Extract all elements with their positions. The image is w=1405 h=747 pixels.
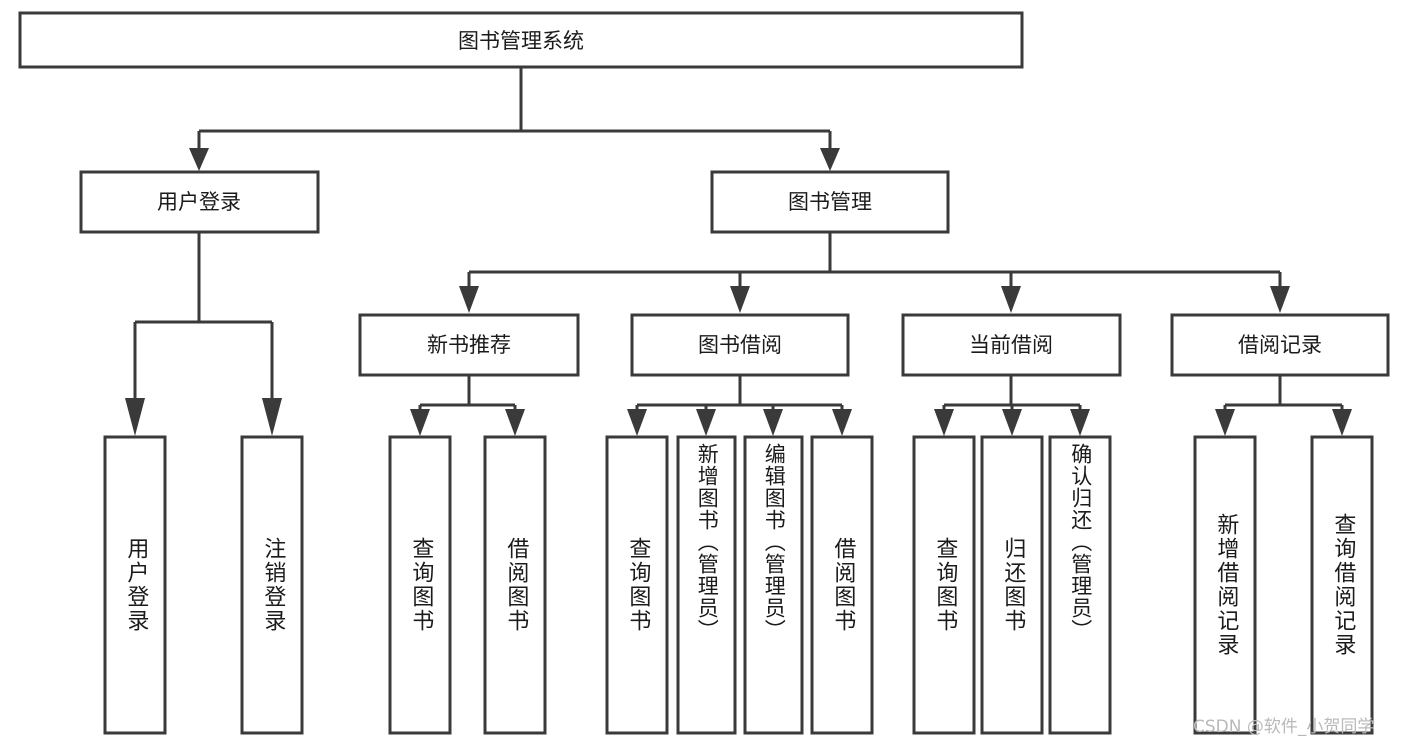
node-layer: 图书管理系统 用户登录 图书管理 新书推荐 图书借阅 当前借阅 借阅记录 xyxy=(18,11,1390,735)
leaf-box-currentborrow-return[interactable] xyxy=(980,435,1044,735)
leaf-label-currentborrow-return: 归还图书 xyxy=(1000,537,1026,633)
arrow-head-bb-leaf-2 xyxy=(696,409,716,436)
leaf-label-user-login-logout: 注销登录 xyxy=(260,537,286,633)
node-box-new-book-recommend[interactable] xyxy=(358,313,580,377)
leaf-label-wrap-user-login-logout: 注销登录 xyxy=(242,437,302,733)
leaf-box-newbook-query[interactable] xyxy=(388,435,452,735)
node-box-book-manage[interactable] xyxy=(710,170,950,234)
leaf-label-wrap-record-add: 新增借阅记录 xyxy=(1195,437,1255,733)
arrow-head-cb-leaf-2 xyxy=(1002,409,1022,436)
leaf-box-bookborrow-query[interactable] xyxy=(605,435,669,735)
leaf-label-record-add: 新增借阅记录 xyxy=(1213,513,1239,657)
leaf-label-record-query: 查询借阅记录 xyxy=(1330,513,1356,657)
leaf-box-currentborrow-confirm[interactable] xyxy=(1048,435,1112,735)
arrow-head-leaf-logout xyxy=(262,398,282,436)
connector-layer xyxy=(125,67,1352,436)
leaf-box-currentborrow-query[interactable] xyxy=(912,435,976,735)
node-label-current-borrow: 当前借阅 xyxy=(969,333,1053,357)
leaf-label-currentborrow-query: 查询图书 xyxy=(932,537,958,633)
leaf-box-user-login-login[interactable] xyxy=(103,435,167,735)
leaf-label-wrap-bookborrow-borrow: 借阅图书 xyxy=(812,437,872,733)
leaf-label-wrap-currentborrow-confirm: 确认归还（管理员） xyxy=(1050,437,1110,733)
leaf-label-newbook-query: 查询图书 xyxy=(408,537,434,633)
leaf-label-wrap-bookborrow-query: 查询图书 xyxy=(607,437,667,733)
leaf-box-bookborrow-add[interactable] xyxy=(676,435,737,735)
leaf-box-record-add[interactable] xyxy=(1193,435,1257,735)
arrow-head-nb-leaf-1 xyxy=(410,409,430,436)
leaf-box-record-query[interactable] xyxy=(1310,435,1374,735)
node-label-book-manage: 图书管理 xyxy=(788,190,872,214)
arrow-head-new-book xyxy=(459,286,479,313)
node-box-book-borrow[interactable] xyxy=(630,313,850,377)
arrow-head-br-leaf-1 xyxy=(1215,409,1235,436)
leaf-label-bookborrow-edit: 编辑图书（管理员） xyxy=(762,443,787,641)
leaf-label-wrap-user-login-login: 用户登录 xyxy=(105,437,165,733)
leaf-label-wrap-bookborrow-add: 新增图书（管理员） xyxy=(678,437,735,733)
arrow-head-user-login xyxy=(189,148,209,171)
node-box-root[interactable] xyxy=(18,11,1024,69)
node-label-root: 图书管理系统 xyxy=(458,29,584,53)
leaf-box-user-login-logout[interactable] xyxy=(240,435,304,735)
arrow-head-cb-leaf-1 xyxy=(934,409,954,436)
arrow-head-br-leaf-2 xyxy=(1332,409,1352,436)
leaf-label-newbook-borrow: 借阅图书 xyxy=(503,537,529,633)
watermark: CSDN @软件_小贺同学 xyxy=(1193,717,1375,737)
arrow-head-current-borrow xyxy=(1001,286,1021,313)
leaf-label-wrap-record-query: 查询借阅记录 xyxy=(1312,437,1372,733)
leaf-box-bookborrow-edit[interactable] xyxy=(743,435,804,735)
node-label-new-book-recommend: 新书推荐 xyxy=(427,333,511,357)
node-box-user-login[interactable] xyxy=(79,170,320,234)
node-label-book-borrow: 图书借阅 xyxy=(698,333,782,357)
arrow-head-bb-leaf-3 xyxy=(763,409,783,436)
arrow-head-nb-leaf-2 xyxy=(505,409,525,436)
node-box-borrow-record[interactable] xyxy=(1170,313,1390,377)
node-box-current-borrow[interactable] xyxy=(901,313,1122,377)
leaf-label-currentborrow-confirm: 确认归还（管理员） xyxy=(1068,443,1093,641)
arrow-head-leaf-user-login xyxy=(125,398,145,436)
arrow-head-bb-leaf-4 xyxy=(832,409,852,436)
leaf-box-newbook-borrow[interactable] xyxy=(483,435,547,735)
leaf-label-wrap-currentborrow-query: 查询图书 xyxy=(914,437,974,733)
leaf-label-wrap-currentborrow-return: 归还图书 xyxy=(982,437,1042,733)
arrow-head-book-borrow xyxy=(730,286,750,313)
leaf-box-bookborrow-borrow[interactable] xyxy=(810,435,874,735)
leaf-label-wrap-newbook-borrow: 借阅图书 xyxy=(485,437,545,733)
leaf-label-wrap-bookborrow-edit: 编辑图书（管理员） xyxy=(745,437,802,733)
node-label-user-login: 用户登录 xyxy=(157,190,241,214)
leaf-label-user-login-login: 用户登录 xyxy=(123,537,149,633)
leaf-label-bookborrow-add: 新增图书（管理员） xyxy=(695,443,720,641)
leaf-label-bookborrow-query: 查询图书 xyxy=(625,537,651,633)
arrow-head-borrow-record xyxy=(1270,286,1290,313)
arrow-head-bb-leaf-1 xyxy=(627,409,647,436)
arrow-head-cb-leaf-3 xyxy=(1070,409,1090,436)
node-label-borrow-record: 借阅记录 xyxy=(1238,333,1322,357)
leaf-label-bookborrow-borrow: 借阅图书 xyxy=(830,537,856,633)
arrow-head-book-manage xyxy=(820,148,840,171)
leaf-label-wrap-newbook-query: 查询图书 xyxy=(390,437,450,733)
